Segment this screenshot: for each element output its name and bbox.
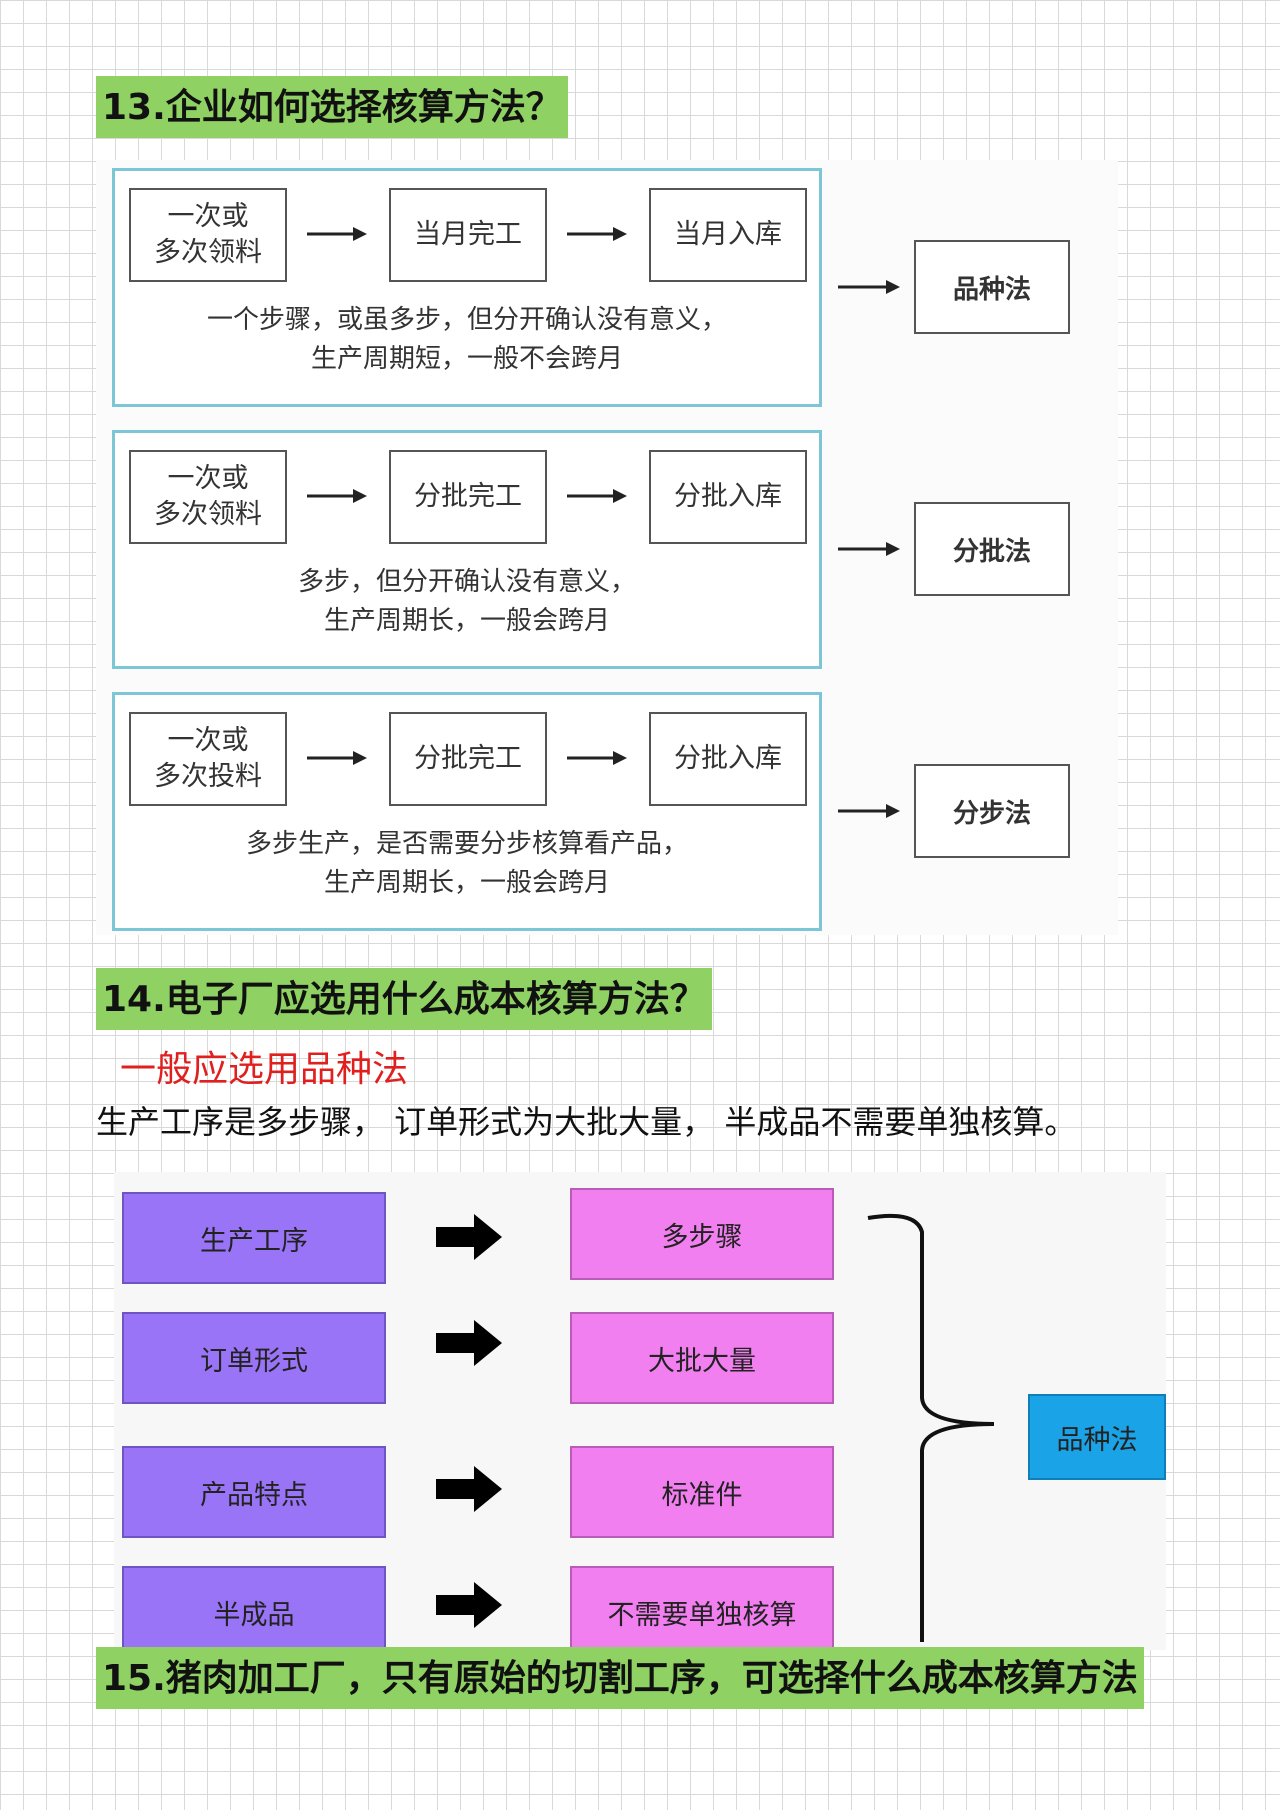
q15-heading: 15.猪肉加工厂，只有原始的切割工序，可选择什么成本核算方法: [96, 1647, 1144, 1709]
process-panel-batch: 一次或多次领料 分批完工 分批入库 多步，但分开确认没有意义， 生产周期长，一般…: [112, 430, 822, 669]
process-panel-step: 一次或多次投料 分批完工 分批入库 多步生产，是否需要分步核算看产品， 生产周期…: [112, 692, 822, 931]
panel-note-line2: 生产周期长，一般会跨月: [323, 868, 610, 898]
storage-box: 分批入库: [649, 712, 807, 806]
material-box-line1: 一次或: [167, 462, 249, 494]
arrow-right-icon: [567, 751, 627, 765]
material-box-line2: 多次投料: [154, 761, 262, 792]
electronics-factory-diagram: 生产工序 多步骤 订单形式 大批大量 产品特点 标准件 半成品 不需要单独核算 …: [114, 1172, 1166, 1658]
arrow-right-icon: [567, 227, 627, 241]
result-method-box: 品种法: [1028, 1394, 1166, 1480]
q14-answer: 一般应选用品种法: [120, 1049, 409, 1090]
material-box: 一次或多次领料: [129, 450, 287, 544]
panel-note-line1: 多步，但分开确认没有意义，: [297, 567, 636, 597]
panel-note-line1: 一个步骤，或虽多步，但分开确认没有意义，: [206, 305, 727, 335]
panel-note: 多步生产，是否需要分步核算看产品， 生产周期长，一般会跨月: [115, 825, 819, 903]
factor-box: 生产工序: [122, 1192, 386, 1284]
factor-box: 产品特点: [122, 1446, 386, 1538]
material-box-line2: 多次领料: [154, 237, 262, 268]
method-box-variety: 品种法: [914, 240, 1070, 334]
material-box-line2: 多次领料: [154, 499, 262, 530]
brace-connector: [867, 1213, 995, 1642]
q14-reason: 生产工序是多步骤， 订单形式为大批大量， 半成品不需要单独核算。: [96, 1103, 1077, 1141]
value-box: 标准件: [570, 1446, 834, 1538]
storage-box: 分批入库: [649, 450, 807, 544]
material-box-line1: 一次或: [167, 724, 249, 756]
accounting-method-diagram: 一次或多次领料 当月完工 当月入库 一个步骤，或虽多步，但分开确认没有意义， 生…: [96, 160, 1118, 935]
arrow-right-icon: [307, 489, 367, 503]
arrow-right-icon: [838, 542, 900, 556]
panel-note: 一个步骤，或虽多步，但分开确认没有意义， 生产周期短，一般不会跨月: [115, 301, 819, 379]
completion-box: 分批完工: [389, 712, 547, 806]
panel-note-line2: 生产周期短，一般不会跨月: [310, 344, 623, 374]
method-box-step: 分步法: [914, 764, 1070, 858]
material-box: 一次或多次投料: [129, 712, 287, 806]
material-box-line1: 一次或: [167, 200, 249, 232]
completion-box: 当月完工: [389, 188, 547, 282]
arrow-right-icon: [307, 227, 367, 241]
thick-arrow-right-icon: [436, 1214, 502, 1260]
q14-heading: 14.电子厂应选用什么成本核算方法？: [96, 968, 712, 1030]
method-box-batch: 分批法: [914, 502, 1070, 596]
thick-arrow-right-icon: [436, 1582, 502, 1628]
value-box: 大批大量: [570, 1312, 834, 1404]
material-box: 一次或多次领料: [129, 188, 287, 282]
panel-note: 多步，但分开确认没有意义， 生产周期长，一般会跨月: [115, 563, 819, 641]
value-box: 多步骤: [570, 1188, 834, 1280]
arrow-right-icon: [567, 489, 627, 503]
completion-box: 分批完工: [389, 450, 547, 544]
arrow-right-icon: [838, 280, 900, 294]
value-box: 不需要单独核算: [570, 1566, 834, 1658]
factor-box: 订单形式: [122, 1312, 386, 1404]
process-panel-variety: 一次或多次领料 当月完工 当月入库 一个步骤，或虽多步，但分开确认没有意义， 生…: [112, 168, 822, 407]
panel-note-line1: 多步生产，是否需要分步核算看产品，: [245, 829, 688, 859]
thick-arrow-right-icon: [436, 1466, 502, 1512]
factor-box: 半成品: [122, 1566, 386, 1658]
q13-heading: 13.企业如何选择核算方法？: [96, 76, 568, 138]
thick-arrow-right-icon: [436, 1320, 502, 1366]
arrow-right-icon: [838, 804, 900, 818]
arrow-right-icon: [307, 751, 367, 765]
storage-box: 当月入库: [649, 188, 807, 282]
panel-note-line2: 生产周期长，一般会跨月: [323, 606, 610, 636]
